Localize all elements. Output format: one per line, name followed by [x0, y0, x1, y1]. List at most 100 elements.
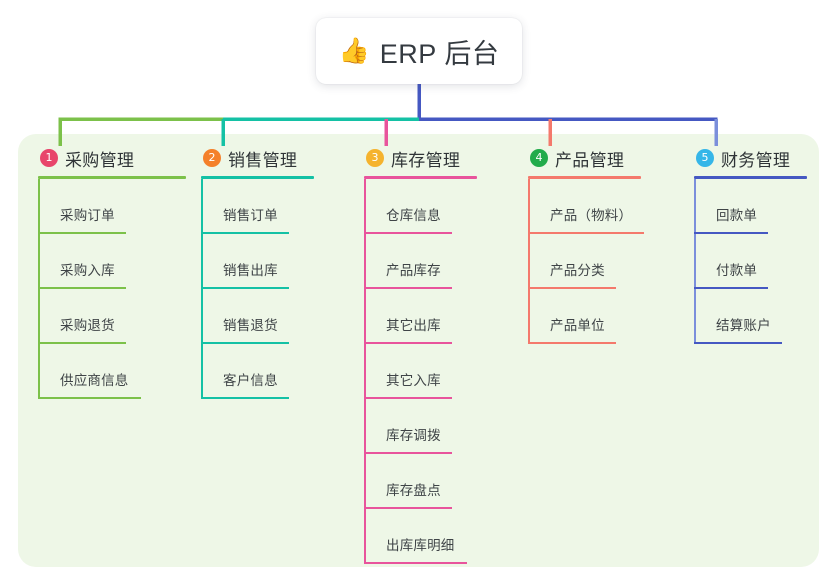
branch-item-label: 采购退货 [60, 318, 115, 333]
branch-item[interactable]: 客户信息 [201, 344, 314, 399]
branch-item-underline [364, 342, 452, 344]
branch-item[interactable]: 销售退货 [201, 289, 314, 344]
thumbs-up-icon: 👍 [338, 36, 370, 65]
branch-title: 销售管理 [228, 150, 298, 170]
branch-column-3: 3 库存管理仓库信息产品库存其它出库其它入库库存调拨库存盘点出库库明细 [364, 146, 477, 564]
branch-item-underline [528, 287, 616, 289]
branch-item[interactable]: 产品单位 [528, 289, 641, 344]
branch-title: 采购管理 [65, 150, 135, 170]
branch-item[interactable]: 付款单 [694, 234, 807, 289]
branch-item-underline [364, 507, 452, 509]
branch-number-badge: 3 [366, 149, 384, 167]
branch-items: 回款单付款单结算账户 [694, 179, 807, 344]
root-node-title: ERP 后台 [379, 38, 500, 69]
branch-item[interactable]: 库存调拨 [364, 399, 477, 454]
branch-item[interactable]: 回款单 [694, 179, 807, 234]
branch-item-underline [364, 452, 452, 454]
branch-number-badge: 1 [40, 149, 58, 167]
branch-header-4[interactable]: 4 产品管理 [528, 146, 641, 170]
branch-item-label: 回款单 [716, 208, 758, 223]
branch-item-label: 产品单位 [550, 318, 605, 333]
branch-item[interactable]: 采购退货 [38, 289, 186, 344]
branch-item[interactable]: 销售出库 [201, 234, 314, 289]
branch-column-5: 5 财务管理回款单付款单结算账户 [694, 146, 807, 344]
branch-item-label: 销售出库 [223, 263, 278, 278]
branch-column-1: 1 采购管理采购订单采购入库采购退货供应商信息 [38, 146, 186, 399]
branch-item-label: 结算账户 [716, 318, 771, 333]
branch-item[interactable]: 采购入库 [38, 234, 186, 289]
branch-underline [528, 176, 641, 179]
branch-header-5[interactable]: 5 财务管理 [694, 146, 807, 170]
branch-spine [38, 179, 40, 399]
branch-item[interactable]: 产品库存 [364, 234, 477, 289]
branches-panel [18, 134, 819, 567]
branch-underline [201, 176, 314, 179]
branch-spine [364, 179, 366, 564]
root-node-card[interactable]: 👍 ERP 后台 [316, 18, 522, 84]
branch-items: 产品（物料）产品分类产品单位 [528, 179, 644, 344]
branch-item[interactable]: 产品分类 [528, 234, 641, 289]
branch-item[interactable]: 产品（物料） [528, 179, 644, 234]
branch-item-underline [528, 342, 616, 344]
branch-item[interactable]: 仓库信息 [364, 179, 477, 234]
branch-item-label: 库存调拨 [386, 428, 441, 443]
branch-item-underline [364, 397, 452, 399]
branch-item-underline [201, 342, 289, 344]
branch-item-label: 出库库明细 [386, 538, 455, 553]
branch-title: 产品管理 [555, 150, 625, 170]
branch-item[interactable]: 其它出库 [364, 289, 477, 344]
branch-item-underline [528, 232, 644, 234]
branch-item-label: 其它入库 [386, 373, 441, 388]
branch-item-underline [694, 287, 768, 289]
branch-item-underline [364, 287, 452, 289]
branch-title: 库存管理 [391, 150, 461, 170]
branch-title: 财务管理 [721, 150, 791, 170]
branch-number-badge: 2 [203, 149, 221, 167]
branch-item-underline [38, 397, 141, 399]
branch-header-2[interactable]: 2 销售管理 [201, 146, 314, 170]
branch-item-label: 客户信息 [223, 373, 278, 388]
branch-item-label: 采购订单 [60, 208, 115, 223]
branch-item-underline [38, 342, 126, 344]
branch-header-3[interactable]: 3 库存管理 [364, 146, 477, 170]
branch-item-label: 销售退货 [223, 318, 278, 333]
branch-item-label: 库存盘点 [386, 483, 441, 498]
branch-header-1[interactable]: 1 采购管理 [38, 146, 186, 170]
branch-item-underline [694, 232, 768, 234]
branch-underline [364, 176, 477, 179]
branch-item-label: 销售订单 [223, 208, 278, 223]
branch-item[interactable]: 采购订单 [38, 179, 186, 234]
branch-underline [694, 176, 807, 179]
branch-underline [38, 176, 186, 179]
branch-item-label: 产品库存 [386, 263, 441, 278]
branch-item-underline [38, 287, 126, 289]
branch-items: 仓库信息产品库存其它出库其它入库库存调拨库存盘点出库库明细 [364, 179, 477, 564]
branch-spine [528, 179, 530, 344]
branch-item-underline [694, 342, 782, 344]
branch-item[interactable]: 销售订单 [201, 179, 314, 234]
branch-items: 采购订单采购入库采购退货供应商信息 [38, 179, 186, 399]
branch-number-badge: 4 [530, 149, 548, 167]
branch-item-underline [201, 397, 289, 399]
branch-item[interactable]: 出库库明细 [364, 509, 477, 564]
branch-column-2: 2 销售管理销售订单销售出库销售退货客户信息 [201, 146, 314, 399]
branch-item-underline [364, 232, 452, 234]
branch-item[interactable]: 结算账户 [694, 289, 807, 344]
branch-item-underline [38, 232, 126, 234]
branch-spine [201, 179, 203, 399]
branch-item[interactable]: 供应商信息 [38, 344, 186, 399]
branch-item-label: 付款单 [716, 263, 758, 278]
branch-item[interactable]: 其它入库 [364, 344, 477, 399]
branch-item-label: 采购入库 [60, 263, 115, 278]
branch-items: 销售订单销售出库销售退货客户信息 [201, 179, 314, 399]
branch-item-label: 供应商信息 [60, 373, 129, 388]
branch-spine [694, 179, 696, 344]
branch-item-underline [201, 232, 289, 234]
branch-item[interactable]: 库存盘点 [364, 454, 477, 509]
branch-item-underline [201, 287, 289, 289]
branch-number-badge: 5 [696, 149, 714, 167]
branch-item-label: 仓库信息 [386, 208, 441, 223]
branch-item-underline [364, 562, 467, 564]
branch-column-4: 4 产品管理产品（物料）产品分类产品单位 [528, 146, 644, 344]
